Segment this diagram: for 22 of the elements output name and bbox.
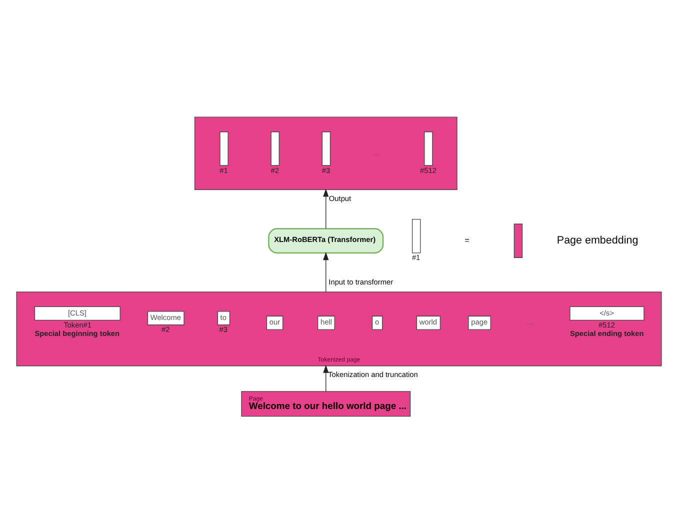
node-label: #512: [420, 166, 436, 175]
node-box: XLM-RoBERTa (Transformer): [268, 228, 384, 254]
edge-label: Input to transformer: [328, 277, 394, 286]
node-label: Token#1: [64, 320, 92, 330]
label: …: [526, 318, 534, 327]
node-label: #1: [220, 166, 228, 175]
cluster: [194, 116, 458, 190]
label: ...: [374, 148, 380, 158]
node-label: #2: [161, 325, 170, 334]
node-label: #3: [322, 166, 330, 175]
label: Page embedding: [556, 234, 638, 246]
edge-label: Output: [328, 194, 352, 203]
node-label: #2: [270, 166, 279, 175]
arrow: [323, 252, 329, 292]
node-label: #1: [412, 253, 420, 262]
node-label: #3: [219, 325, 228, 334]
node-label: Special beginning token: [34, 329, 120, 338]
node-label: #512: [598, 320, 615, 330]
arrow: [323, 364, 329, 392]
edge-label: Tokenization and truncation: [328, 370, 418, 380]
arrow: [323, 188, 329, 229]
node-label: Special ending token: [570, 329, 644, 338]
